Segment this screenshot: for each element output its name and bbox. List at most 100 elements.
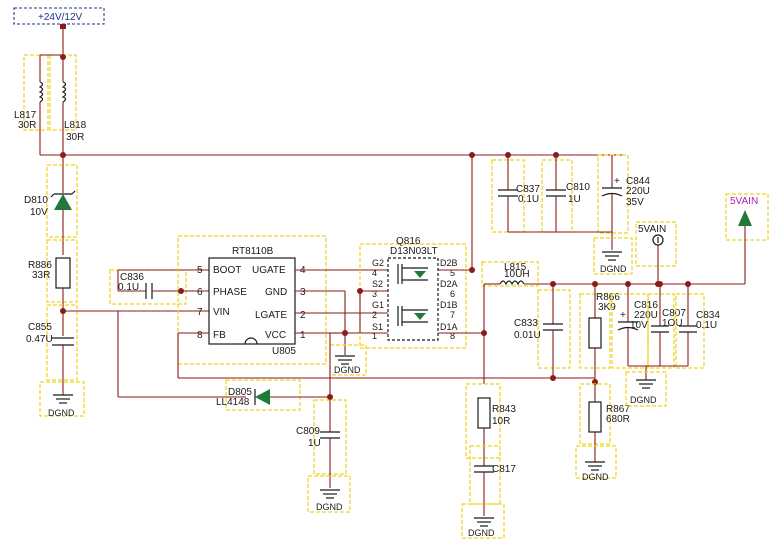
- node-c833: [550, 281, 556, 287]
- ic-notch: [244, 337, 258, 345]
- ic-pin-left-3-name: VIN: [213, 307, 230, 318]
- ic-pin-left-1-num: 5: [197, 265, 203, 276]
- d810-zener-body: [54, 194, 72, 210]
- node-r866: [592, 281, 598, 287]
- c834-highlight: [675, 293, 705, 369]
- ic-ref: U805: [272, 346, 296, 357]
- c837-value: 0.1U: [518, 194, 539, 205]
- r886-resistor-body: [55, 257, 71, 289]
- mosfet-pin-left-3-name: G1: [372, 300, 384, 310]
- mosfet-pin-left-4-num: 1: [372, 331, 377, 341]
- r843-ref: R843: [492, 404, 516, 415]
- node-c833-b: [550, 375, 556, 381]
- mosfet-lower-transistor: [397, 306, 428, 326]
- l818-inductor-coil: [61, 81, 67, 103]
- mosfet-ref: Q816: [396, 236, 421, 247]
- l817-value: 30R: [18, 120, 36, 131]
- mosfet-pin-right-4-name: D1A: [440, 322, 458, 332]
- node-c816: [625, 281, 631, 287]
- mosfet-body: [387, 257, 439, 341]
- r866-resistor-body: [588, 317, 602, 349]
- mosfet-pin-left-2-name: S2: [372, 279, 383, 289]
- c807-ref: C807: [662, 308, 686, 319]
- c809-value: 1U: [308, 438, 321, 449]
- r867-ref: R867: [606, 404, 630, 415]
- mosfet-pin-right-2-name: D2A: [440, 279, 458, 289]
- d805-ref: D805: [228, 387, 252, 398]
- c817-ref: C817: [492, 464, 516, 475]
- node-phase: [178, 288, 184, 294]
- l815-highlight: [481, 261, 539, 287]
- c836-ref: C836: [120, 272, 144, 283]
- c844-highlight: [597, 154, 629, 234]
- dgnd-c817-highlight: [461, 503, 505, 539]
- r886-highlight: [46, 239, 78, 303]
- r867-value: 680R: [606, 414, 630, 425]
- output-highlight: [725, 193, 769, 241]
- c844-plus: +: [614, 176, 620, 187]
- c833-ref: C833: [514, 318, 538, 329]
- input-net-label-box: [13, 7, 105, 25]
- c844-voltage: 35V: [626, 197, 644, 208]
- dgnd-output-highlight: [625, 371, 667, 407]
- mosfet-part: D13N03LT: [390, 246, 438, 257]
- mosfet-pin-left-1-num: 4: [372, 268, 377, 278]
- l817-highlight: [23, 54, 49, 131]
- ic-pin-left-2-num: 6: [197, 287, 203, 298]
- ic-pin-right-4-name: VCC: [265, 330, 286, 341]
- ground-symbol-c817: [474, 517, 494, 527]
- l817-inductor-coil: [38, 81, 44, 103]
- ic-pin-right-1-name: UGATE: [252, 265, 286, 276]
- r886-ref: R886: [28, 260, 52, 271]
- dgnd-left-highlight: [39, 381, 85, 417]
- ic-pin-left-2-name: PHASE: [213, 287, 247, 298]
- ic-highlight: [177, 235, 327, 365]
- dgnd-center-label: DGND: [334, 365, 361, 375]
- mosfet-pin-right-1-num: 5: [450, 268, 455, 278]
- d810-highlight: [46, 164, 78, 238]
- mosfet-pin-right-3-num: 7: [450, 310, 455, 320]
- c816-voltage: 10V: [630, 320, 648, 331]
- c836-value: 0.1U: [118, 282, 139, 293]
- mosfet-pin-left-4-name: S1: [372, 322, 383, 332]
- node-c834: [685, 281, 691, 287]
- r886-value: 33R: [32, 270, 50, 281]
- c807-value: 1OU: [662, 318, 683, 329]
- ic-body: [208, 257, 296, 345]
- ic-pin-left-4-num: 8: [197, 330, 203, 341]
- l817-ref: L817: [14, 110, 37, 121]
- dgnd-r867-highlight: [575, 445, 617, 479]
- c844-value: 220U: [626, 186, 650, 197]
- c833-value: 0.01U: [514, 330, 541, 341]
- mosfet-pin-right-3-name: D1B: [440, 300, 458, 310]
- c809-ref: C809: [296, 426, 320, 437]
- mosfet-upper-transistor: [397, 264, 428, 284]
- l818-value: 30R: [66, 132, 84, 143]
- output-arrow-icon: [738, 210, 752, 226]
- c837-ref: C837: [516, 184, 540, 195]
- ground-symbol-c809: [320, 489, 340, 499]
- mosfet-pin-left-1-name: G2: [372, 258, 384, 268]
- ic-part: RT8110B: [232, 246, 274, 257]
- dgnd-input-label: DGND: [600, 264, 627, 274]
- ic-pin-right-3-name: LGATE: [255, 310, 287, 321]
- node-top-rail-left: [60, 152, 66, 158]
- ground-symbol-input: [602, 251, 622, 261]
- node-d2: [469, 267, 475, 273]
- ground-symbol-output: [636, 379, 656, 389]
- tp-highlight: [635, 221, 677, 267]
- mosfet-pin-right-2-num: 6: [450, 289, 455, 299]
- d810-zener-bar: [50, 190, 76, 198]
- c816-plate-bottom: [617, 326, 639, 331]
- d805-highlight: [225, 379, 301, 411]
- output-net-label: 5VAIN: [730, 196, 758, 207]
- c844-plate-bottom: [601, 192, 623, 197]
- dgnd-c809-label: DGND: [316, 502, 343, 512]
- dgnd-input-highlight: [593, 237, 633, 275]
- dgnd-c809-highlight: [307, 475, 351, 513]
- mosfet-pin-right-1-name: D2B: [440, 258, 458, 268]
- node-s2: [357, 288, 363, 294]
- c855-value: 0.47U: [26, 334, 53, 345]
- ground-symbol-center: [335, 355, 355, 365]
